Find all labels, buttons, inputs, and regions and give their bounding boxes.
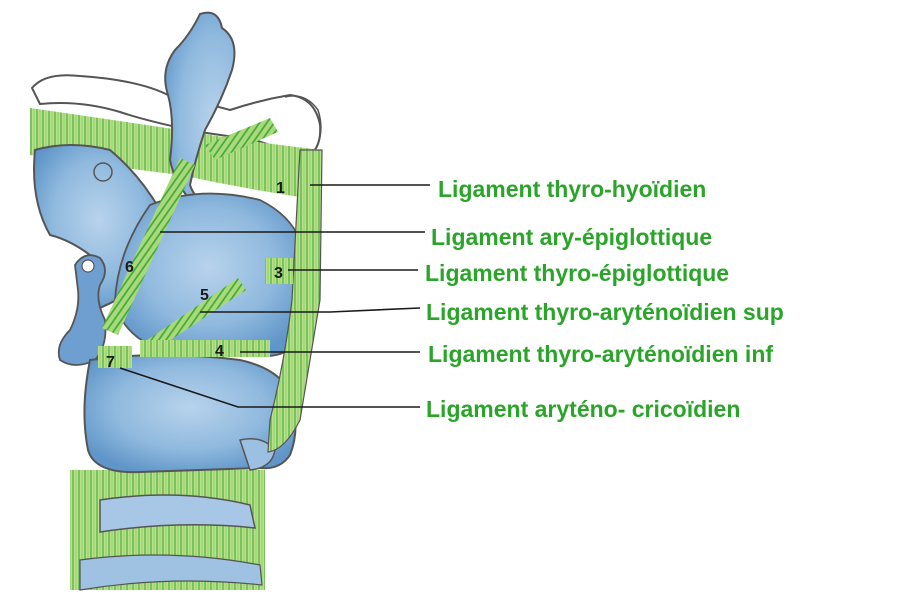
label-thyro-arytenoidien-inf: Ligament thyro-aryténoïdien inf (428, 343, 773, 366)
ligament-4-band (140, 340, 270, 357)
cricoid-cartilage (84, 355, 295, 472)
number-3: 3 (274, 265, 283, 282)
ligament-7-band (98, 346, 132, 368)
label-thyro-arytenoidien-sup: Ligament thyro-aryténoïdien sup (426, 301, 784, 324)
trachea (70, 470, 265, 590)
label-thyro-hyoidien: Ligament thyro-hyoïdien (438, 178, 706, 201)
number-6: 6 (125, 259, 134, 276)
number-7: 7 (106, 354, 115, 371)
label-thyro-epiglottique: Ligament thyro-épiglottique (425, 262, 729, 285)
label-ary-epiglottique: Ligament ary-épiglottique (431, 226, 712, 249)
number-5: 5 (200, 287, 209, 304)
label-aryteno-cricoidien: Ligament aryténo- cricoïdien (426, 398, 740, 421)
number-4: 4 (215, 343, 224, 360)
number-1: 1 (276, 180, 285, 197)
